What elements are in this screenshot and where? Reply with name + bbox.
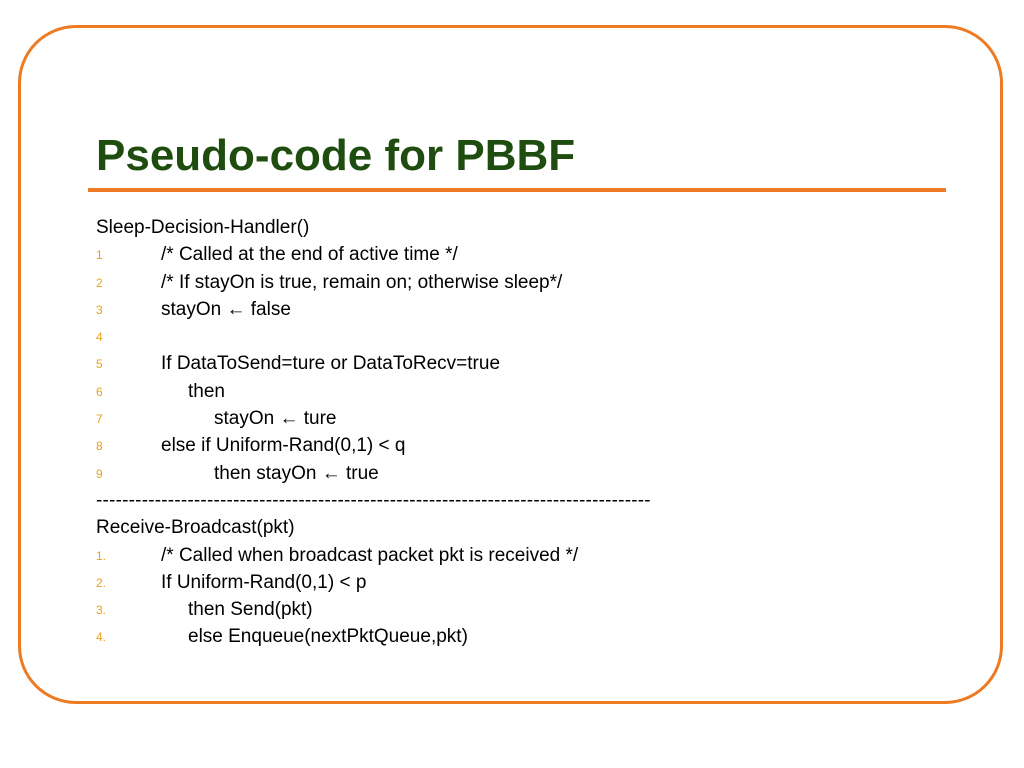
title-underline: [88, 188, 946, 192]
line-number: 5: [96, 357, 103, 372]
code-line: 2 /* If stayOn is true, remain on; other…: [96, 269, 946, 296]
line-number: 4.: [96, 630, 107, 645]
code-text: else if Uniform-Rand(0,1) < q: [161, 435, 406, 457]
code-text: /* Called when broadcast packet pkt is r…: [161, 544, 579, 566]
slide-frame: [18, 25, 1003, 704]
code-line: 4. else Enqueue(nextPktQueue,pkt): [96, 623, 946, 650]
separator-dashes: ----------------------------------------…: [96, 489, 651, 511]
code-text: If Uniform-Rand(0,1) < p: [161, 571, 367, 593]
line-number: 9: [96, 466, 103, 481]
pseudo-code-block: Sleep-Decision-Handler() 1 /* Called at …: [96, 214, 946, 651]
code-text: then Send(pkt): [188, 599, 313, 621]
code-line: 4: [96, 323, 946, 350]
section-separator: ----------------------------------------…: [96, 487, 946, 514]
code-line: 3. then Send(pkt): [96, 596, 946, 623]
code-line: 3 stayOn ← false: [96, 296, 946, 323]
code-text: If DataToSend=ture or DataToRecv=true: [161, 353, 501, 375]
line-number: 2.: [96, 575, 107, 590]
line-number: 2: [96, 275, 103, 290]
code-text: then: [188, 380, 225, 402]
section-heading-receive-broadcast: Receive-Broadcast(pkt): [96, 514, 946, 541]
code-line: 8 else if Uniform-Rand(0,1) < q: [96, 432, 946, 459]
code-text: /* If stayOn is true, remain on; otherwi…: [161, 271, 563, 293]
line-number: 7: [96, 412, 103, 427]
line-number: 3: [96, 302, 103, 317]
line-number: 6: [96, 384, 103, 399]
function-heading: Receive-Broadcast(pkt): [96, 517, 295, 539]
code-line: 1. /* Called when broadcast packet pkt i…: [96, 542, 946, 569]
code-text: else Enqueue(nextPktQueue,pkt): [188, 626, 468, 648]
section-heading-sleep-decision: Sleep-Decision-Handler(): [96, 214, 946, 241]
line-number: 3.: [96, 603, 107, 618]
code-text: stayOn ← ture: [214, 408, 337, 430]
code-text: /* Called at the end of active time */: [161, 244, 458, 266]
code-line: 5 If DataToSend=ture or DataToRecv=true: [96, 350, 946, 377]
code-line: 9 then stayOn ← true: [96, 460, 946, 487]
code-line: 6 then: [96, 378, 946, 405]
code-line: 1 /* Called at the end of active time */: [96, 241, 946, 268]
line-number: 1.: [96, 548, 107, 563]
line-number: 1: [96, 248, 103, 263]
code-line: 2. If Uniform-Rand(0,1) < p: [96, 569, 946, 596]
slide-title: Pseudo-code for PBBF: [96, 131, 576, 180]
function-heading: Sleep-Decision-Handler(): [96, 217, 310, 238]
code-text: stayOn ← false: [161, 298, 291, 320]
code-text: then stayOn ← true: [214, 462, 379, 484]
line-number: 8: [96, 439, 103, 454]
code-line: 7 stayOn ← ture: [96, 405, 946, 432]
line-number: 4: [96, 330, 103, 345]
